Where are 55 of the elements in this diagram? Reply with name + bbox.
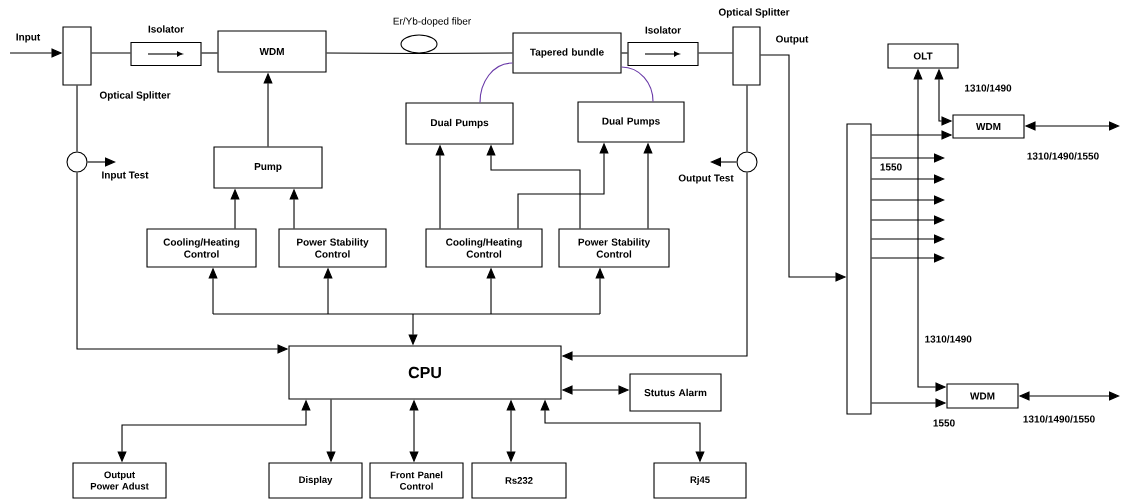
connector-line <box>418 52 513 55</box>
port-box: Rs232 <box>471 462 567 499</box>
pump-box: Dual Pumps <box>405 102 514 145</box>
olt-box: OLT <box>887 43 959 69</box>
connector-line <box>746 85 748 152</box>
arrow <box>710 157 737 167</box>
bundle-box: Tapered bundle <box>512 32 622 74</box>
arrow <box>871 253 945 263</box>
edge-label: 1310/1490/1550 <box>1025 151 1101 161</box>
connector-line <box>326 52 420 55</box>
edge-label: Output Test <box>677 173 735 185</box>
wavelength-label: 1550 <box>933 419 955 427</box>
connector-line <box>479 62 513 103</box>
wdm-box: WDM <box>217 30 327 73</box>
connector-line <box>201 52 218 54</box>
arrow <box>871 174 945 184</box>
test-tap-circle <box>66 151 88 173</box>
arrow <box>871 234 945 244</box>
cpu-box: CPU <box>288 345 562 400</box>
test-tap-circle <box>736 151 758 173</box>
edge-label: Input <box>14 32 42 44</box>
connector-line <box>621 66 654 102</box>
splitter-label: Optical Splitter <box>99 91 171 101</box>
control-box: Cooling/Heating Control <box>425 228 543 268</box>
port-box: Display <box>268 462 363 499</box>
control-box: Cooling/Heating Control <box>146 228 257 268</box>
arrow <box>871 195 945 205</box>
port-box: Front Panel Control <box>369 462 464 499</box>
control-box: Power Stability Control <box>278 228 387 268</box>
splitter-bar <box>846 123 872 415</box>
isolator-label: Isolator <box>148 25 184 33</box>
edge-label: 1310/1490 <box>963 83 1013 93</box>
connector-line <box>698 52 733 54</box>
connector-line <box>621 52 628 54</box>
splitter-label: Optical Splitter <box>718 8 790 18</box>
arrow <box>871 153 945 163</box>
control-box: Power Stability Control <box>558 228 670 268</box>
edge-label: 1310/1490/1550 <box>1021 414 1097 424</box>
edge-label: 1310/1490 <box>923 334 973 344</box>
isolator-label: Isolator <box>645 26 681 34</box>
alarm-box: Stutus Alarm <box>629 373 722 412</box>
fiber-coil-label: Er/Yb-doped fiber <box>393 17 471 27</box>
wdm-box: WDM <box>946 383 1019 409</box>
arrow <box>871 215 945 225</box>
port-box: Output Power Adust <box>72 462 167 499</box>
wdm-box: WDM <box>952 114 1025 139</box>
port-box: Rj45 <box>653 462 747 499</box>
connector-line <box>91 52 131 54</box>
pump-box: Dual Pumps <box>577 101 685 143</box>
connector-line <box>76 85 78 152</box>
edge-label: Output <box>774 34 810 46</box>
arrow <box>87 157 116 167</box>
wavelength-label: 1550 <box>880 163 902 171</box>
pump-box: Pump <box>213 146 323 189</box>
edge-label: Input Test <box>100 170 150 182</box>
